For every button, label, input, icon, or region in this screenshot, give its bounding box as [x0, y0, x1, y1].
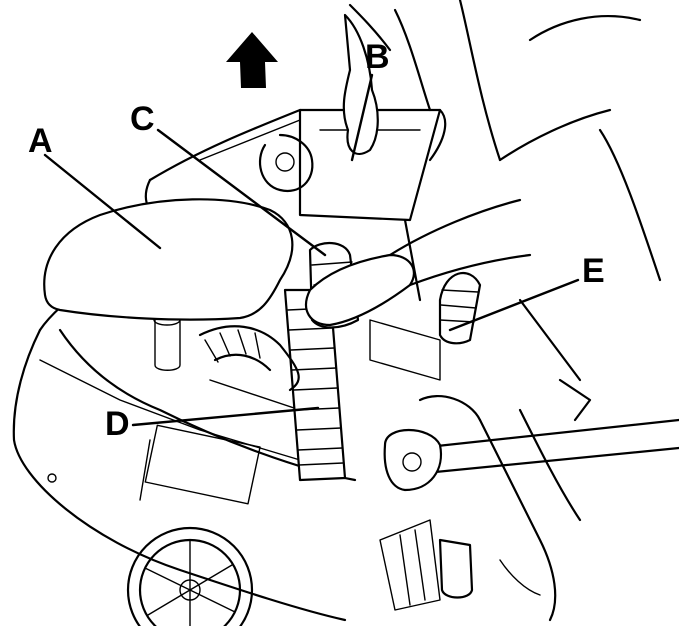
lid-shape: [43, 198, 294, 321]
label-b: B: [365, 38, 390, 76]
hand-middle: [304, 198, 532, 327]
accessory-brushes: [379, 519, 474, 611]
label-c: C: [130, 100, 155, 138]
arm-right: [458, 0, 642, 622]
handle-frame: [258, 108, 447, 302]
callout-line-a: [43, 153, 162, 250]
hand-top: [342, 3, 432, 155]
hose-loop: [198, 325, 300, 392]
label-d: D: [105, 405, 130, 443]
label-e: E: [582, 252, 605, 290]
callout-line-b: [350, 73, 374, 162]
callout-line-c: [156, 128, 327, 257]
wheel: [126, 526, 254, 626]
callout-lines: [43, 73, 580, 427]
hose-e: [438, 272, 482, 345]
label-a: A: [28, 122, 53, 160]
callout-line-e: [448, 278, 580, 332]
wand-tube: [383, 128, 679, 492]
up-arrow-icon: [226, 32, 278, 88]
callout-line-d: [131, 406, 320, 427]
